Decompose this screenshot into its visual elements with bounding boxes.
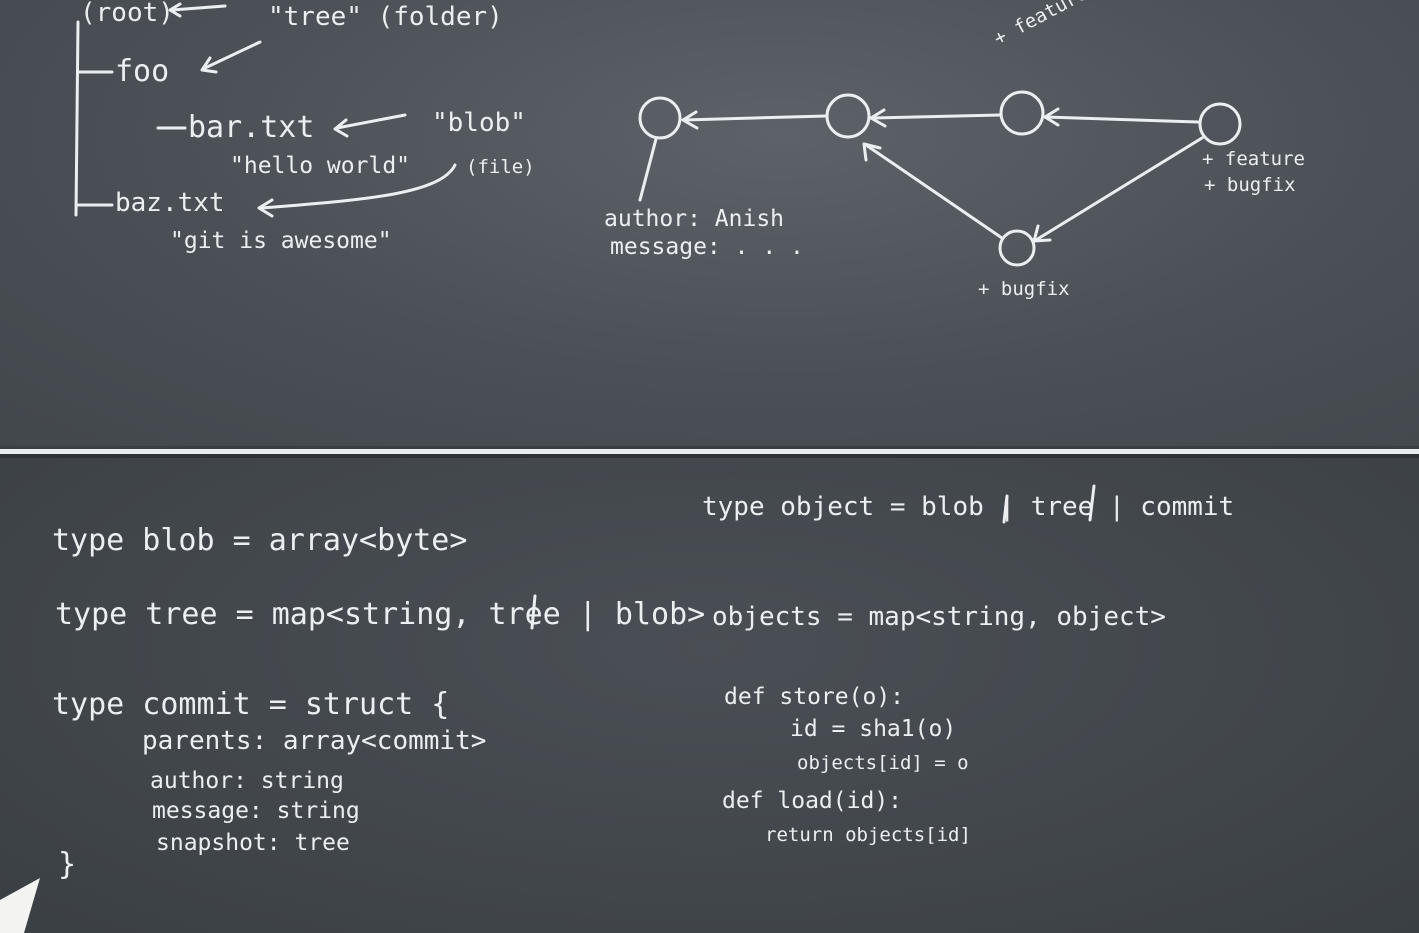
- type-blob-line: type blob = array<byte>: [52, 523, 468, 558]
- load-def-line: def load(id):: [722, 788, 903, 814]
- whiteboard-upper-panel: [0, 0, 1419, 450]
- store-id-line: id = sha1(o): [790, 716, 957, 742]
- tree-folder-label: "tree" (folder): [268, 2, 503, 32]
- type-object-line: type object = blob | tree | commit: [702, 492, 1235, 522]
- file-label: (file): [466, 156, 535, 178]
- bugfix-label-right: + bugfix: [1204, 174, 1296, 196]
- commit-parents-field: parents: array<commit>: [142, 726, 487, 756]
- load-return-line: return objects[id]: [765, 824, 971, 846]
- feature-label-right: + feature: [1202, 148, 1305, 170]
- bar-content-label: "hello world": [230, 153, 411, 179]
- bar-file-label: bar.txt: [188, 110, 315, 145]
- bugfix-label-bottom: + bugfix: [978, 278, 1070, 300]
- root-label: (root): [80, 0, 174, 28]
- commit-author-field: author: string: [150, 768, 344, 794]
- commit-message-label: message: . . .: [610, 234, 804, 260]
- commit-struct-close: }: [58, 847, 77, 882]
- whiteboard-lower-panel: [0, 458, 1419, 933]
- store-def-line: def store(o):: [724, 684, 905, 710]
- board-divider-rail: [0, 446, 1419, 458]
- blob-label: "blob": [432, 108, 526, 138]
- commit-message-field: message: string: [152, 798, 360, 824]
- commit-author-label: author: Anish: [604, 206, 785, 232]
- commit-snapshot-field: snapshot: tree: [156, 830, 350, 856]
- store-assign-line: objects[id] = o: [797, 752, 969, 774]
- type-commit-line: type commit = struct {: [52, 687, 450, 722]
- commit-graph-lines: [638, 90, 1242, 267]
- foo-label: foo: [115, 54, 170, 89]
- baz-content-label: "git is awesome": [170, 228, 392, 254]
- baz-file-label: baz.txt: [115, 188, 225, 218]
- tree-structure-lines: [74, 2, 457, 218]
- objects-map-line: objects = map<string, object>: [712, 602, 1166, 632]
- code-pipes: [530, 484, 1096, 630]
- type-tree-line: type tree = map<string, tree | blob>: [55, 597, 706, 632]
